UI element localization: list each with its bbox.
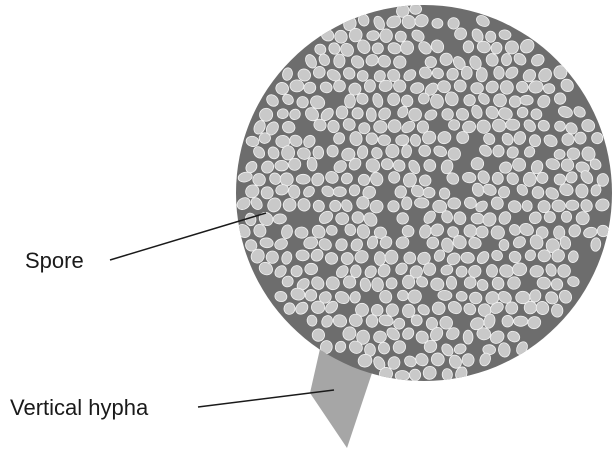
spore: [409, 369, 420, 381]
spore: [333, 54, 345, 68]
spore: [566, 200, 579, 210]
spore: [313, 146, 324, 159]
spore: [410, 4, 422, 15]
spore: [305, 263, 318, 275]
spore: [403, 275, 415, 288]
spore: [499, 239, 509, 250]
spore: [374, 251, 386, 265]
spore: [554, 93, 566, 105]
spore: [543, 83, 555, 94]
spore: [352, 108, 364, 120]
spore: [395, 370, 409, 381]
spore: [485, 31, 496, 43]
spore: [333, 80, 345, 92]
spore: [463, 40, 474, 53]
spore: [290, 80, 304, 92]
spore: [457, 131, 469, 143]
spore: [493, 145, 504, 157]
spore: [502, 315, 514, 327]
hypha-leader-line: [198, 390, 334, 407]
spore: [493, 66, 504, 79]
spore: [554, 65, 568, 79]
spore: [333, 187, 346, 197]
spore: [514, 316, 528, 326]
spore: [414, 197, 429, 208]
spore: [356, 196, 369, 209]
spore: [447, 197, 461, 209]
spore: [378, 135, 391, 146]
spore: [463, 330, 473, 344]
spore: [551, 304, 563, 318]
spore: [471, 82, 484, 93]
spore: [561, 211, 571, 222]
spore: [389, 172, 400, 184]
spore: [520, 95, 533, 105]
spore: [461, 66, 472, 79]
spore: [281, 145, 294, 160]
spore: [576, 184, 589, 198]
spore: [387, 93, 400, 106]
spore: [509, 96, 521, 108]
spore: [492, 172, 503, 184]
spore: [397, 212, 409, 224]
spore: [501, 53, 512, 66]
spore: [432, 18, 444, 29]
spore: [476, 226, 489, 239]
spore: [476, 68, 487, 82]
spore: [380, 29, 392, 43]
spore: [350, 265, 361, 278]
vertical-hypha-label: Vertical hypha: [10, 397, 148, 419]
spore: [486, 264, 498, 277]
spore: [366, 315, 378, 328]
spore: [423, 187, 435, 198]
spore-label: Spore: [25, 250, 84, 272]
spore: [373, 120, 387, 133]
spore: [448, 119, 460, 130]
spore: [275, 160, 288, 171]
spore: [296, 174, 310, 184]
